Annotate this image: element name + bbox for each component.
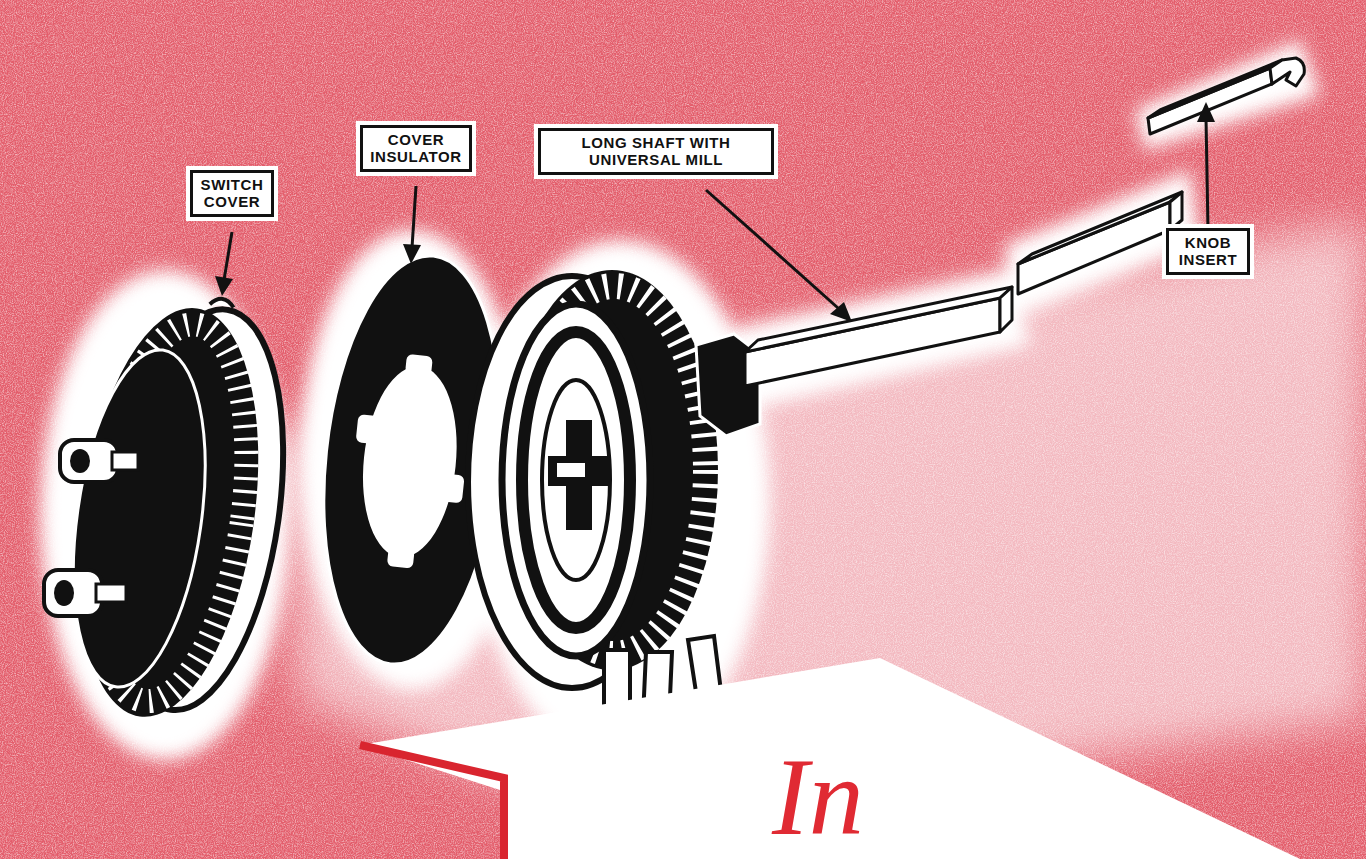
part-name: KNOB INSERT bbox=[1173, 235, 1243, 269]
part-name: SWITCH COVER bbox=[197, 177, 267, 211]
knob-insert-part bbox=[1148, 58, 1304, 134]
script-lettering: In bbox=[772, 742, 864, 852]
leader-arrows bbox=[215, 102, 1215, 322]
part-name: LONG SHAFT WITH UNIVERSAL MILL bbox=[545, 135, 767, 169]
page-edge bbox=[360, 745, 504, 859]
part-label-box: SWITCH COVER bbox=[190, 170, 274, 217]
switch-cover-part bbox=[51, 283, 308, 732]
page-panel bbox=[360, 658, 1300, 859]
shaft-part bbox=[745, 192, 1182, 386]
part-halos bbox=[40, 40, 1320, 760]
part-label-box: COVER INSULATOR bbox=[360, 125, 472, 172]
part-label-box: LONG SHAFT WITH UNIVERSAL MILL bbox=[538, 128, 774, 175]
potentiometer-body bbox=[468, 270, 760, 750]
part-label-box: KNOB INSERT bbox=[1166, 228, 1250, 275]
switch-lugs bbox=[44, 440, 138, 616]
part-name: COVER INSULATOR bbox=[367, 132, 465, 166]
